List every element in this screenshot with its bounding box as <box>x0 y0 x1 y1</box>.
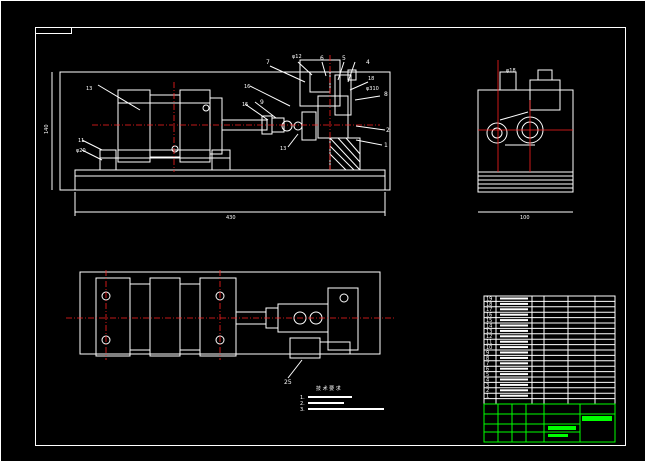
parts-name-blur <box>500 308 528 311</box>
parts-row-number: 8 <box>486 356 489 362</box>
base-plate <box>74 169 386 191</box>
parts-row-number: 3 <box>486 383 489 389</box>
note-line: 1. <box>300 395 305 401</box>
parts-row-number: 19 <box>486 296 492 302</box>
parts-row-number: 12 <box>486 334 492 340</box>
side-view: φ18 100 <box>477 60 574 221</box>
parts-name-blur <box>500 378 528 381</box>
parts-row-number: 11 <box>486 340 492 346</box>
part-label: 4 <box>366 59 370 66</box>
parts-name-blur <box>500 329 528 332</box>
parts-name-blur <box>500 335 528 338</box>
parts-name-blur <box>500 389 528 392</box>
plan-view: 25 <box>66 270 396 386</box>
parts-name-blur <box>500 367 528 370</box>
part-label: 8 <box>384 91 388 98</box>
title-block <box>483 403 616 443</box>
part-label: 9 <box>260 99 264 106</box>
note-text-blur <box>308 402 344 404</box>
parts-row-number: 10 <box>486 345 492 351</box>
side-dimension: 100 <box>520 215 530 221</box>
clamp-column <box>299 59 341 107</box>
parts-row-number: 6 <box>486 367 489 373</box>
notes-heading: 技 术 要 求 <box>316 385 341 392</box>
part-label: 6 <box>320 55 324 62</box>
title-block-frame <box>483 403 616 443</box>
parts-name-blur <box>500 324 528 327</box>
parts-name-blur <box>500 340 528 343</box>
note-line: 3. <box>300 407 305 413</box>
parts-row-number: 18 <box>486 302 492 308</box>
technical-notes: 技 术 要 求 1. 2. 3. <box>300 385 384 413</box>
parts-name-blur <box>500 302 528 305</box>
parts-name-blur <box>500 373 528 376</box>
part-label: 2 <box>386 127 390 134</box>
front-view: 7 φ12 6 5 4 18 φ310 8 2 1 16 15 9 13 13 … <box>44 54 391 221</box>
parts-row-number: 2 <box>486 388 489 394</box>
title-text-blur <box>548 426 576 430</box>
parts-name-blur <box>500 383 528 386</box>
part-label: 11 <box>78 138 84 144</box>
parts-name-blur <box>500 319 528 322</box>
parts-name-blur <box>500 356 528 359</box>
part-label: 18 <box>368 76 374 82</box>
parts-name-blur <box>500 297 528 300</box>
parts-row-number: 14 <box>486 323 492 329</box>
cylinder-body <box>117 89 151 163</box>
drawing-frame <box>35 27 626 446</box>
side-label: φ18 <box>506 68 516 74</box>
part-label: 15 <box>242 102 248 108</box>
parts-name-blur <box>500 346 528 349</box>
note-text-blur <box>308 408 384 410</box>
part-label: 5 <box>342 55 346 62</box>
plan-label: 25 <box>284 379 292 386</box>
parts-row-number: 7 <box>486 361 489 367</box>
note-line: 2. <box>300 401 305 407</box>
parts-row-number: 16 <box>486 313 492 319</box>
parts-name-blur <box>500 313 528 316</box>
parts-row-number: 9 <box>486 350 489 356</box>
title-text-blur <box>548 434 568 437</box>
parts-name-blur <box>500 362 528 365</box>
plan-view-outline <box>79 271 381 355</box>
height-dimension: 140 <box>44 124 50 134</box>
width-dimension: 430 <box>226 215 236 221</box>
parts-name-blur <box>500 351 528 354</box>
parts-row-number: 15 <box>486 318 492 324</box>
part-label: φ20 <box>76 148 86 154</box>
note-text-blur <box>308 396 352 398</box>
parts-row-number: 4 <box>486 377 489 383</box>
parts-name-blur <box>500 394 528 397</box>
parts-row-number: 5 <box>486 372 489 378</box>
parts-row-number: 13 <box>486 329 492 335</box>
drawing-number-box <box>35 27 72 34</box>
side-view-outline <box>477 89 574 193</box>
part-label: 1 <box>384 142 388 149</box>
part-label: 13 <box>280 146 286 152</box>
parts-row-number: 17 <box>486 307 492 313</box>
part-label: 16 <box>244 84 250 90</box>
part-label: φ12 <box>292 54 302 60</box>
title-text-blur <box>582 416 612 421</box>
parts-row-number: 1 <box>486 394 489 400</box>
part-label: 13 <box>86 86 92 92</box>
part-label: 7 <box>266 59 270 66</box>
part-label: φ310 <box>366 86 379 92</box>
